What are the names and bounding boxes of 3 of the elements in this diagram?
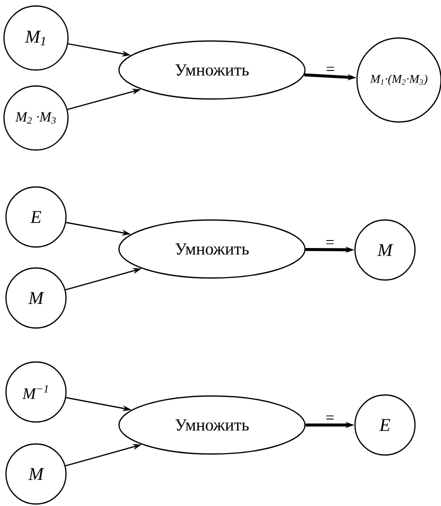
edge-label: = (326, 66, 334, 71)
edge-label: = (326, 240, 334, 244)
edge-label: = (326, 415, 334, 420)
